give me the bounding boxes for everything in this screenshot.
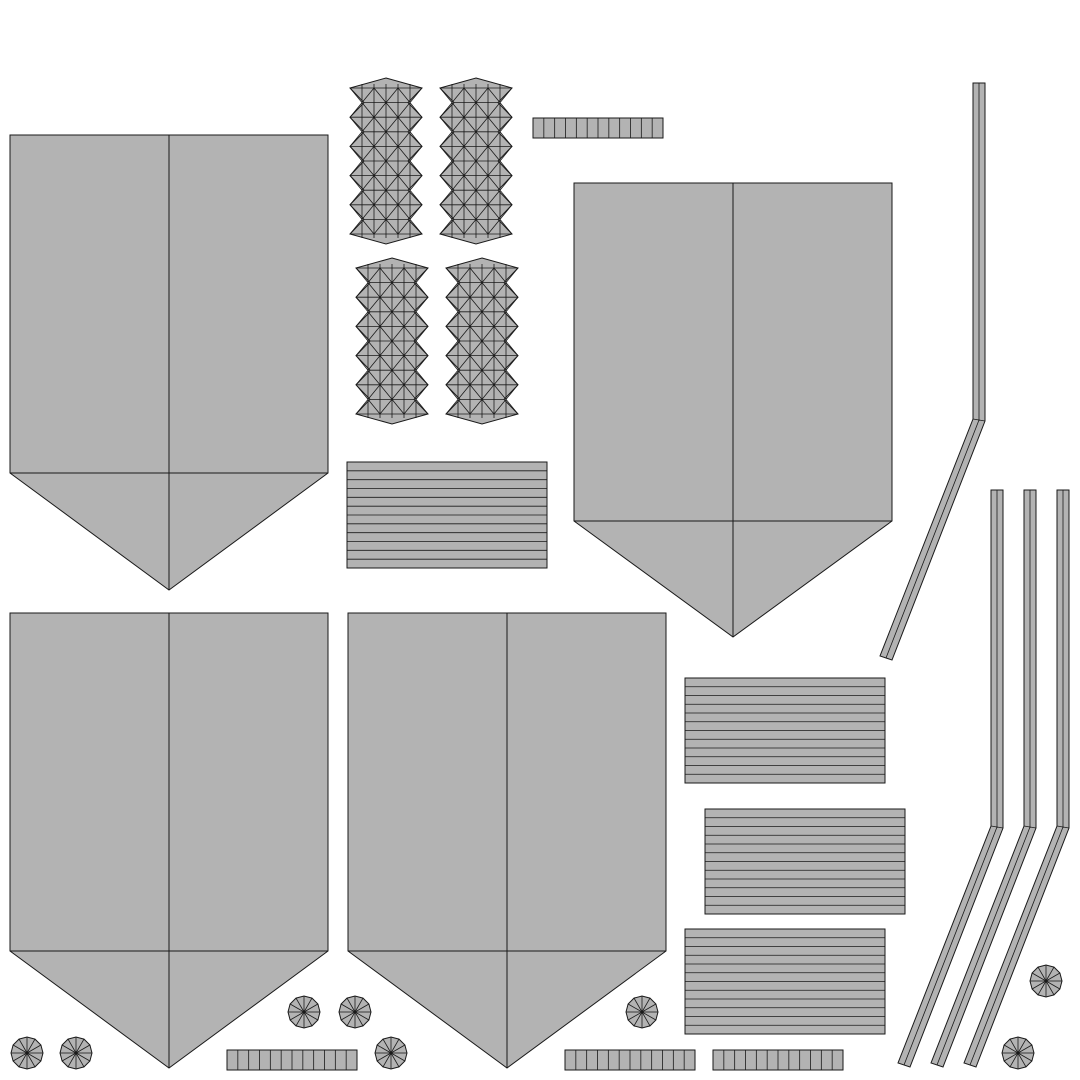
- cap-disc-islands: [10, 964, 1063, 1070]
- pentagon-island-top-right: [573, 182, 893, 638]
- cap-disc-2: [59, 1036, 93, 1070]
- cap-disc-3: [287, 995, 321, 1029]
- striped-plank-4: [684, 928, 886, 1035]
- pentagon-island-top-left: [9, 134, 329, 591]
- segmented-bar-2: [226, 1049, 358, 1071]
- segmented-bar-islands: [226, 117, 844, 1071]
- bent-pole-islands: [879, 82, 1070, 1068]
- cap-disc-6: [625, 995, 659, 1029]
- zigzag-strip-1: [349, 77, 423, 245]
- striped-plank-3: [704, 808, 906, 915]
- segmented-bar-4: [712, 1049, 844, 1071]
- segmented-bar-1: [532, 117, 664, 139]
- cap-disc-8: [1001, 1036, 1035, 1070]
- cap-disc-4: [338, 995, 372, 1029]
- striped-plank-1: [346, 461, 548, 569]
- pentagon-island-bottom-middle: [347, 612, 667, 1069]
- cap-disc-1: [10, 1036, 44, 1070]
- bent-pole-1: [879, 82, 986, 661]
- cap-disc-5: [374, 1036, 408, 1070]
- striped-plank-islands: [346, 461, 906, 1035]
- cap-disc-7: [1029, 964, 1063, 998]
- zigzag-strip-2: [439, 77, 513, 245]
- bent-pole-3: [930, 489, 1037, 1068]
- segmented-bar-3: [564, 1049, 696, 1071]
- zigzag-strip-4: [445, 257, 519, 425]
- pentagon-island-bottom-left: [9, 612, 329, 1069]
- zigzag-strip-3: [355, 257, 429, 425]
- bent-pole-4: [963, 489, 1070, 1068]
- bent-pole-2: [897, 489, 1004, 1068]
- zigzag-mesh-islands: [349, 77, 519, 425]
- striped-plank-2: [684, 677, 886, 784]
